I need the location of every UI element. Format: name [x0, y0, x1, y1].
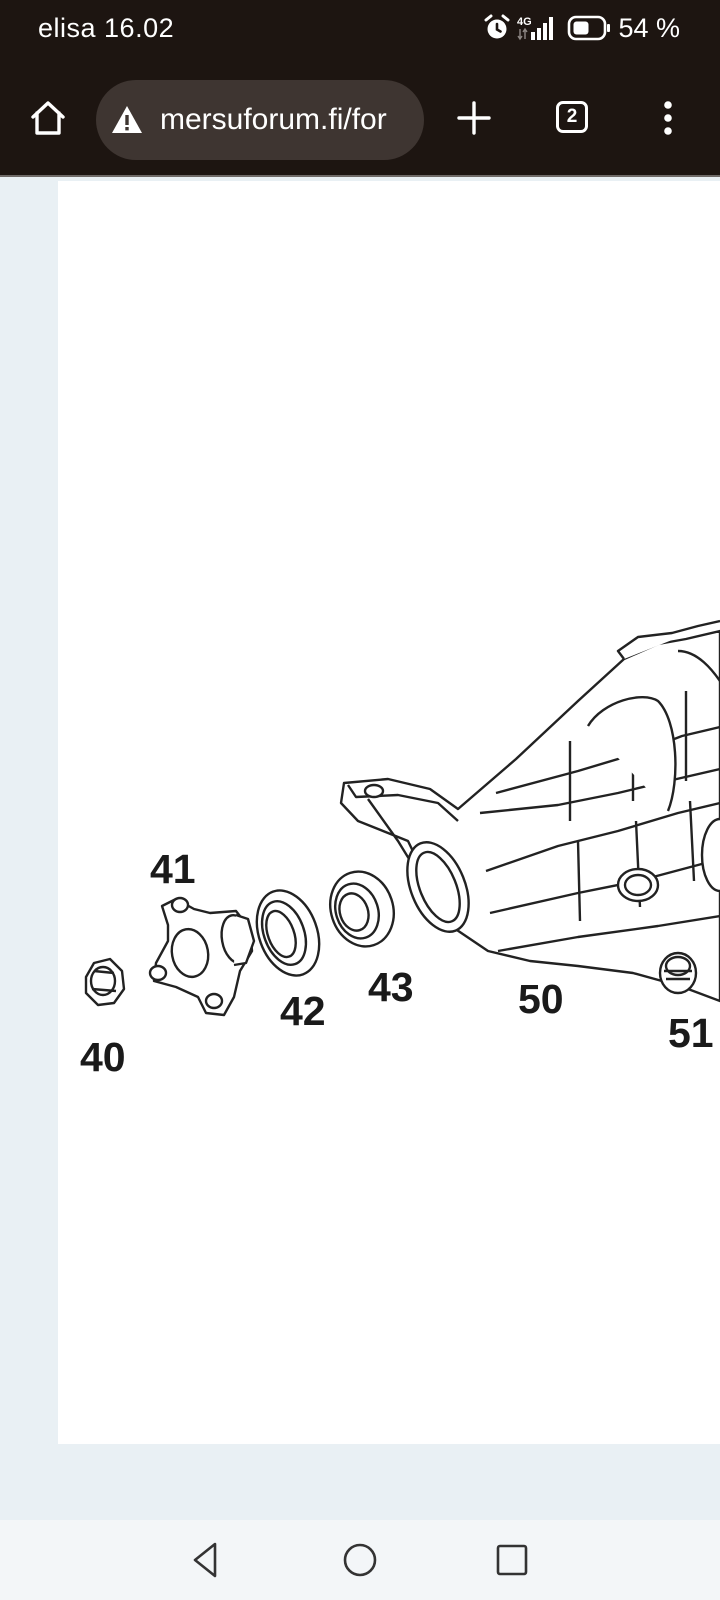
- url-text[interactable]: mersuforum.fi/for: [160, 103, 387, 136]
- system-nav-bar: [0, 1520, 720, 1600]
- battery-icon: [568, 15, 611, 41]
- home-circle-icon[interactable]: [338, 1538, 382, 1582]
- part-label-40: 40: [80, 1034, 126, 1080]
- page-content[interactable]: 40 41 42 43 50 51: [0, 177, 720, 1520]
- network-type: 4G: [517, 16, 532, 28]
- parts-diagram-image[interactable]: 40 41 42 43 50 51: [58, 181, 720, 1444]
- browser-toolbar: mersuforum.fi/for 2: [0, 56, 720, 175]
- seal-ring-drawing: [255, 889, 321, 977]
- home-icon: [31, 101, 65, 135]
- status-icons: 4G 54 %: [483, 12, 680, 44]
- nut-drawing: [84, 957, 126, 1007]
- differential-housing-drawing: [339, 619, 720, 1003]
- more-vert-icon[interactable]: [656, 96, 680, 140]
- carrier-time: elisa 16.02: [38, 13, 175, 43]
- flange-drawing: [148, 896, 256, 1017]
- recents-icon[interactable]: [490, 1538, 534, 1582]
- bearing-drawing: [329, 870, 395, 948]
- warning-icon[interactable]: [110, 103, 144, 137]
- part-label-42: 42: [280, 988, 326, 1034]
- part-label-43: 43: [368, 964, 414, 1010]
- differential-exploded-diagram: [84, 619, 720, 1017]
- part-label-50: 50: [518, 976, 564, 1022]
- home-button[interactable]: [26, 96, 70, 140]
- tabs-icon[interactable]: 2: [556, 101, 588, 133]
- plus-icon[interactable]: [452, 96, 496, 140]
- back-icon[interactable]: [184, 1538, 228, 1582]
- signal-icon: 4G: [517, 16, 554, 41]
- status-bar: elisa 16.02 4G 54 %: [0, 0, 720, 56]
- part-label-51: 51: [668, 1011, 714, 1055]
- browser-chrome: elisa 16.02 4G 54 %: [0, 0, 720, 177]
- address-bar[interactable]: mersuforum.fi/for: [96, 80, 424, 160]
- part-label-41: 41: [150, 846, 196, 892]
- alarm-icon: [484, 14, 510, 39]
- drain-plug-drawing: [658, 951, 698, 995]
- battery-percent: 54 %: [618, 13, 680, 43]
